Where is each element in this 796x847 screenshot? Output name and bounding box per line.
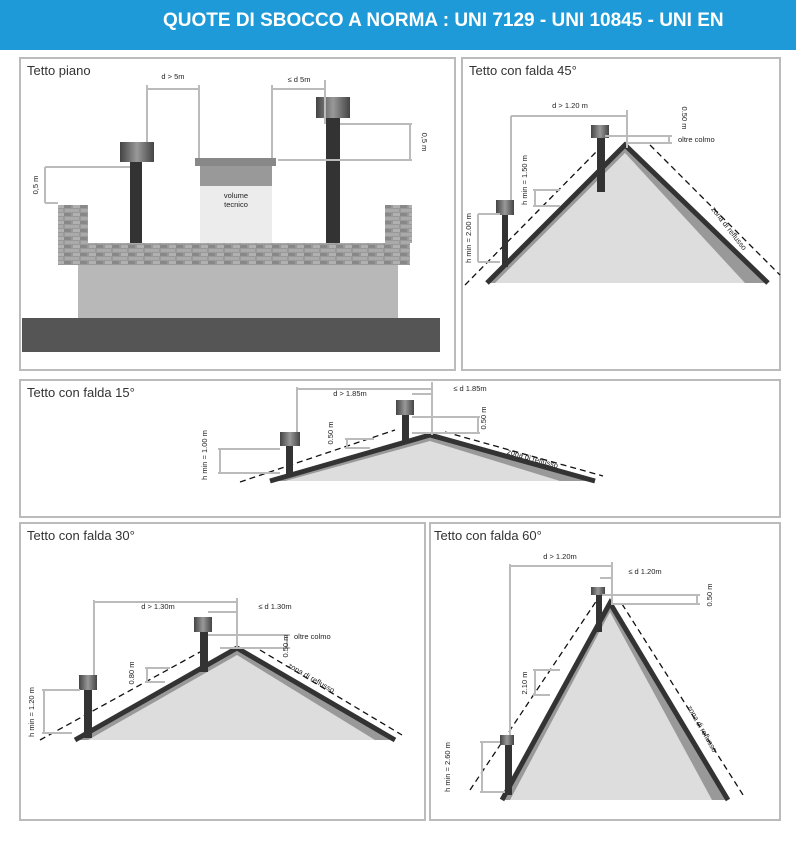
dimension-label: d > 1.85m (333, 389, 367, 398)
diagram-shape (79, 675, 97, 690)
diagram-shape (39, 649, 403, 741)
diagram-shape (286, 446, 293, 476)
diagram-shape (477, 110, 672, 263)
panel-roof-15: Tetto con falda 15° d > 1.85m ≤ d 1.85m … (19, 379, 781, 518)
pilaster (385, 205, 412, 243)
diagram-shape (239, 429, 604, 483)
diagram-shape (88, 655, 375, 740)
diagram-shape (505, 745, 512, 795)
dimension-label: 0.50 m (705, 584, 714, 607)
dimension-label: volume (224, 191, 248, 200)
pilaster (58, 205, 88, 243)
diagram-shape (499, 597, 731, 802)
dimension-label: ≤ d 5m (288, 75, 311, 84)
dimension-label: 0,5 m (420, 133, 429, 152)
dimension-label: Tetto con falda 60° (434, 528, 542, 543)
diagram-shape (402, 415, 409, 441)
header-bar: QUOTE DI SBOCCO A NORMA : UNI 7129 - UNI… (0, 0, 796, 50)
diagram-shape (480, 562, 700, 793)
diagram-shape (591, 587, 605, 595)
diagram-shape (396, 400, 414, 415)
diagram-shape (195, 158, 276, 166)
dimension-label: 0.50 m (680, 107, 689, 130)
diagram-shape (84, 690, 92, 738)
diagram-shape (502, 215, 508, 267)
diagram-shape (218, 382, 480, 474)
panel-roof-30: Tetto con falda 30° d > 1.30m ≤ d 1.30m … (19, 522, 426, 821)
dimension-label: d > 1.20 m (552, 101, 588, 110)
panel-roof-60: Tetto con falda 60° d > 1.20m ≤ d 1.20m … (429, 522, 781, 821)
diagram-shape (597, 138, 605, 192)
page-title: QUOTE DI SBOCCO A NORMA : UNI 7129 - UNI… (163, 10, 724, 31)
chimney-cap (316, 97, 350, 118)
parapet (58, 243, 410, 265)
dimension-label: 0.50 m (281, 635, 290, 658)
chimney-pipe (326, 118, 340, 243)
dimension-label: d > 5m (161, 72, 184, 81)
dimension-label: Tetto con falda 45° (469, 63, 577, 78)
diagram-shape (596, 595, 602, 632)
chimney-cap (120, 142, 154, 162)
dimension-label: d > 1.20m (543, 552, 577, 561)
dimension-label: ≤ d 1.30m (258, 602, 291, 611)
dimension-label: 0.50 m (326, 422, 335, 445)
diagram-shape (285, 441, 560, 481)
diagram-shape (200, 632, 208, 672)
diagram-shape (485, 141, 770, 285)
panel-flat-roof: Tetto piano volume tecnico d > 5m ≤ d 5m… (19, 57, 456, 371)
dimension-label: tecnico (224, 200, 248, 209)
dimension-label: h min = 1.20 m (27, 687, 36, 737)
dimension-label: h min = 2.00 m (464, 213, 473, 263)
dimension-label: oltre colmo (678, 135, 715, 144)
dimension-label: ≤ d 1.20m (628, 567, 661, 576)
panel-roof-45: Tetto con falda 45° d > 1.20 m 0.50 m ol… (461, 57, 781, 371)
ground (22, 318, 440, 352)
diagram-shape (269, 432, 596, 484)
diagram-shape (500, 735, 514, 745)
dimension-label: h min = 2.60 m (443, 742, 452, 792)
diagram-shape (510, 612, 712, 800)
panel-title: Tetto piano (27, 63, 91, 78)
dimension-label: Tetto con falda 15° (27, 385, 135, 400)
dimension-label: h min = 1.50 m (520, 155, 529, 205)
dimension-label: 0.80 m (127, 662, 136, 685)
dimension-label: d > 1.30m (141, 602, 175, 611)
building (78, 265, 398, 318)
diagram-shape (280, 432, 300, 446)
dimension-label: h min = 1.00 m (200, 430, 209, 480)
dimension-label: Tetto con falda 30° (27, 528, 135, 543)
diagram-shape (495, 153, 745, 283)
dimension-label: 2.10 m (520, 672, 529, 695)
dimension-label: 0,5 m (31, 176, 40, 195)
diagram-shape (194, 617, 212, 632)
diagram-shape (44, 80, 412, 204)
dimension-label: ≤ d 1.85m (453, 384, 486, 393)
chimney-pipe (130, 160, 142, 243)
diagram-shape (200, 166, 272, 186)
dimension-label: oltre colmo (294, 632, 331, 641)
diagram-shape (591, 125, 609, 138)
diagram-shape (496, 200, 514, 215)
dimension-label: 0.50 m (479, 407, 488, 430)
diagram-shape (42, 598, 290, 734)
